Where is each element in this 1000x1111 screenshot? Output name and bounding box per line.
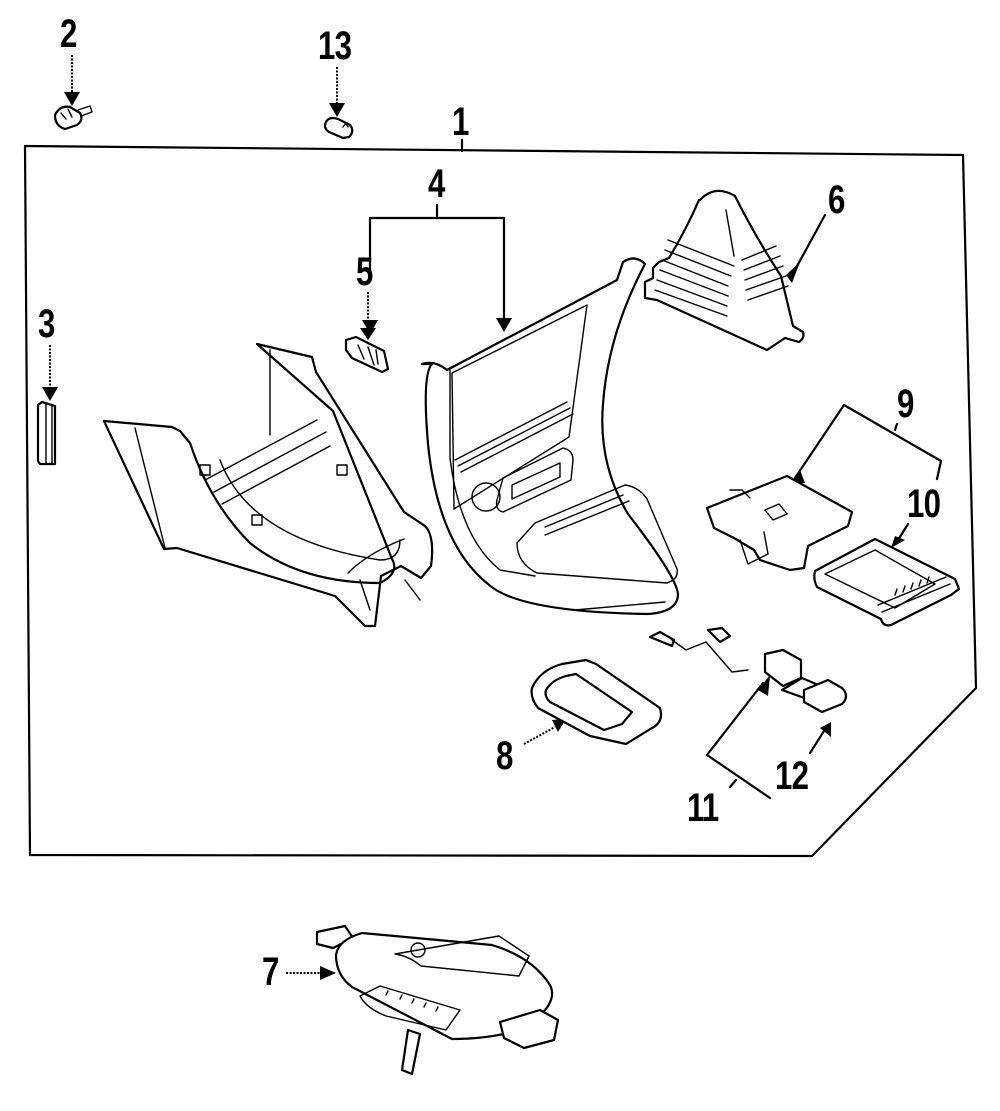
part-4-front-panel[interactable]	[362, 203, 680, 616]
part-11-lighter-socket[interactable]	[648, 626, 848, 800]
callout-3[interactable]: 3	[38, 302, 55, 346]
callout-1[interactable]: 1	[452, 100, 469, 144]
callout-10[interactable]: 10	[907, 482, 941, 526]
part-7-shift-indicator[interactable]	[286, 924, 560, 1076]
console-body[interactable]	[102, 342, 434, 628]
callout-12[interactable]: 12	[775, 754, 809, 798]
part-8-shift-bezel[interactable]	[523, 658, 663, 746]
callout-13[interactable]: 13	[318, 24, 352, 68]
callout-2[interactable]: 2	[60, 12, 77, 56]
part-9-ashtray-assembly[interactable]	[705, 403, 943, 572]
callout-8[interactable]: 8	[496, 734, 513, 778]
part-6-shift-boot[interactable]	[643, 189, 827, 352]
part-12-lighter-element[interactable]	[808, 722, 831, 755]
part-5-switch[interactable]	[344, 292, 390, 374]
assembly-group-box	[23, 144, 978, 858]
callout-7[interactable]: 7	[262, 950, 279, 994]
callout-11[interactable]: 11	[687, 786, 719, 830]
callout-6[interactable]: 6	[828, 178, 845, 222]
callout-9[interactable]: 9	[897, 382, 914, 426]
part-3-trim-strip[interactable]	[36, 345, 58, 466]
callout-4[interactable]: 4	[428, 162, 445, 206]
callout-5[interactable]: 5	[356, 250, 373, 294]
part-10-ashtray-insert[interactable]	[813, 522, 961, 627]
part-13-bulb[interactable]	[323, 67, 354, 140]
part-2-clip[interactable]	[53, 55, 93, 131]
